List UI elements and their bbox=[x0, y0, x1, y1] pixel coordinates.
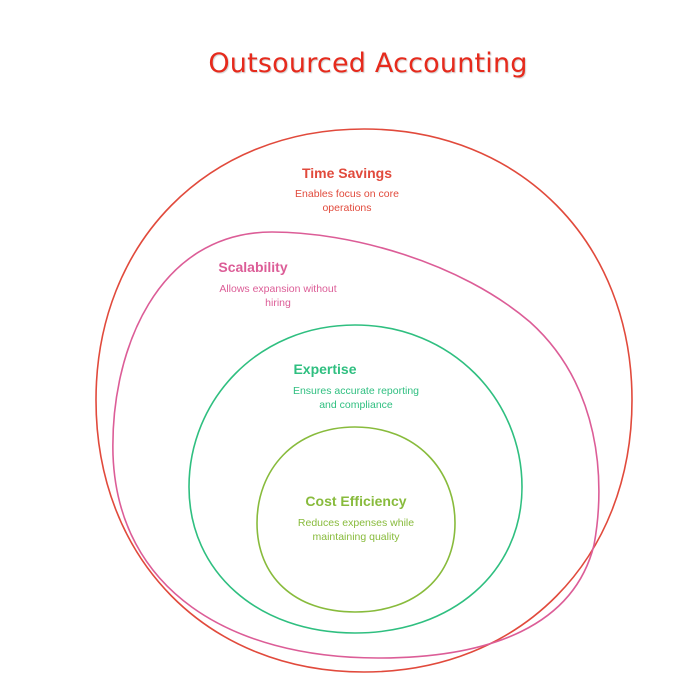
layer-description-expertise: Ensures accurate reporting and complianc… bbox=[292, 385, 420, 411]
page-title: Outsourced Accounting bbox=[208, 48, 528, 79]
layer-outline-cost-efficiency bbox=[256, 426, 456, 613]
layer-description-cost-efficiency: Reduces expenses while maintaining quali… bbox=[297, 517, 415, 543]
layer-heading-expertise: Expertise bbox=[293, 361, 357, 377]
layer-heading-time-savings: Time Savings bbox=[301, 165, 392, 181]
layer-outline-time-savings bbox=[95, 128, 633, 673]
layer-outline-scalability bbox=[112, 231, 600, 659]
layer-heading-cost-efficiency: Cost Efficiency bbox=[305, 493, 407, 509]
layer-description-time-savings: Enables focus on core operations bbox=[295, 188, 399, 214]
layer-heading-scalability: Scalability bbox=[218, 259, 288, 275]
layer-description-scalability: Allows expansion without hiring bbox=[219, 283, 337, 309]
layer-outline-expertise bbox=[188, 324, 523, 634]
